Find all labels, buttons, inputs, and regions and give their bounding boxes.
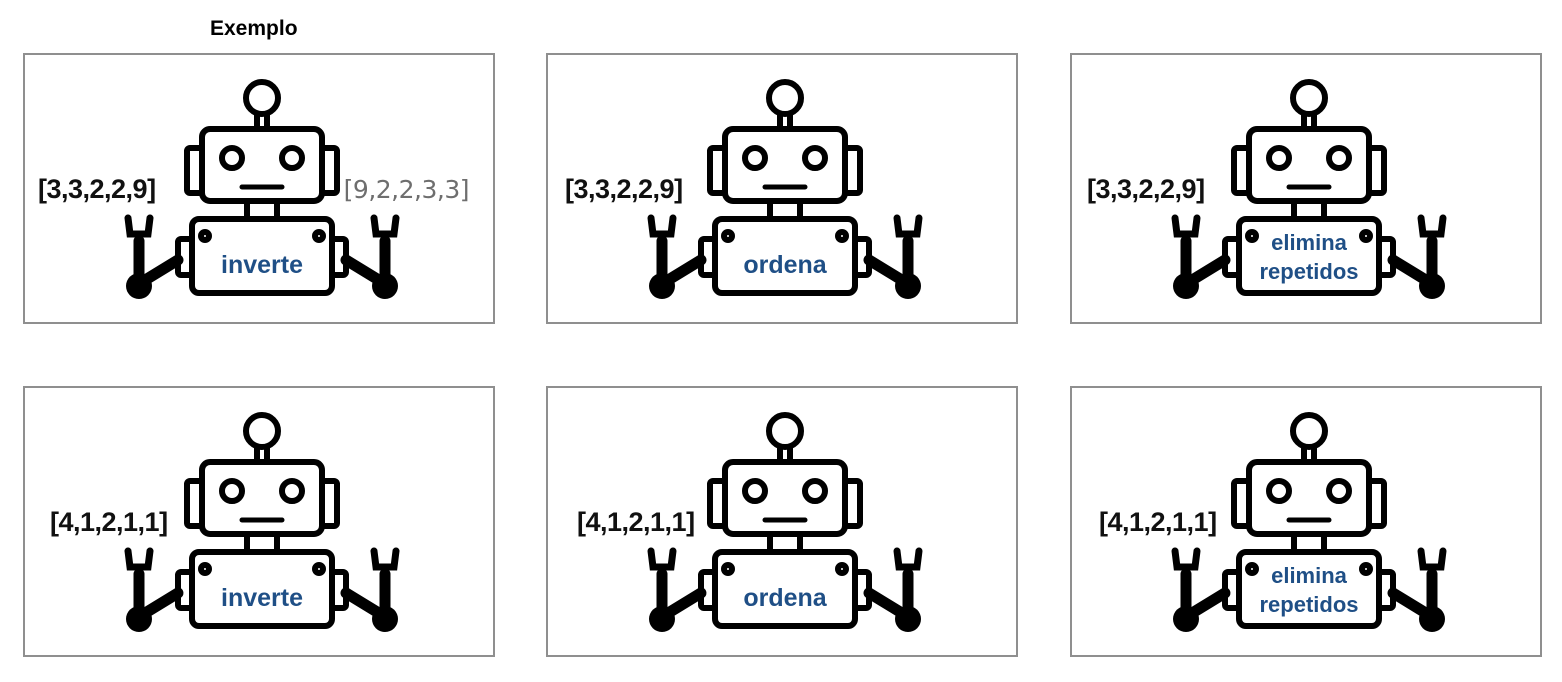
example-title: Exemplo — [210, 17, 298, 40]
robot-label: repetidos — [1259, 259, 1358, 284]
robot-icon: inverte — [124, 412, 400, 632]
output-list: [9,2,2,3,3] — [343, 175, 470, 204]
robot-card: elimina repetidos [3,3,2,2,9] — [1070, 53, 1542, 324]
input-list: [4,1,2,1,1] — [1099, 507, 1217, 537]
robot-label: repetidos — [1259, 592, 1358, 617]
robot-label: ordena — [743, 584, 827, 612]
robot-card: ordena [3,3,2,2,9] — [546, 53, 1018, 324]
robot-label: inverte — [221, 584, 303, 612]
robot-label: inverte — [221, 251, 303, 279]
robot-label: ordena — [743, 251, 827, 279]
input-list: [3,3,2,2,9] — [565, 174, 683, 204]
robot-label: elimina — [1271, 563, 1348, 588]
robot-icon: elimina repetidos — [1171, 412, 1447, 632]
robot-icon: elimina repetidos — [1171, 79, 1447, 299]
robot-icon: ordena — [647, 79, 923, 299]
robot-card: ordena [4,1,2,1,1] — [546, 386, 1018, 657]
robot-icon: ordena — [647, 412, 923, 632]
robot-icon: inverte — [124, 79, 400, 299]
input-list: [4,1,2,1,1] — [50, 507, 168, 537]
robot-label: elimina — [1271, 230, 1348, 255]
input-list: [3,3,2,2,9] — [1087, 174, 1205, 204]
input-list: [3,3,2,2,9] — [38, 174, 156, 204]
robot-card: inverte [4,1,2,1,1] — [23, 386, 495, 657]
robot-card: elimina repetidos [4,1,2,1,1] — [1070, 386, 1542, 657]
robot-card: inverte [3,3,2,2,9] [9,2,2,3,3] — [23, 53, 495, 324]
input-list: [4,1,2,1,1] — [577, 507, 695, 537]
